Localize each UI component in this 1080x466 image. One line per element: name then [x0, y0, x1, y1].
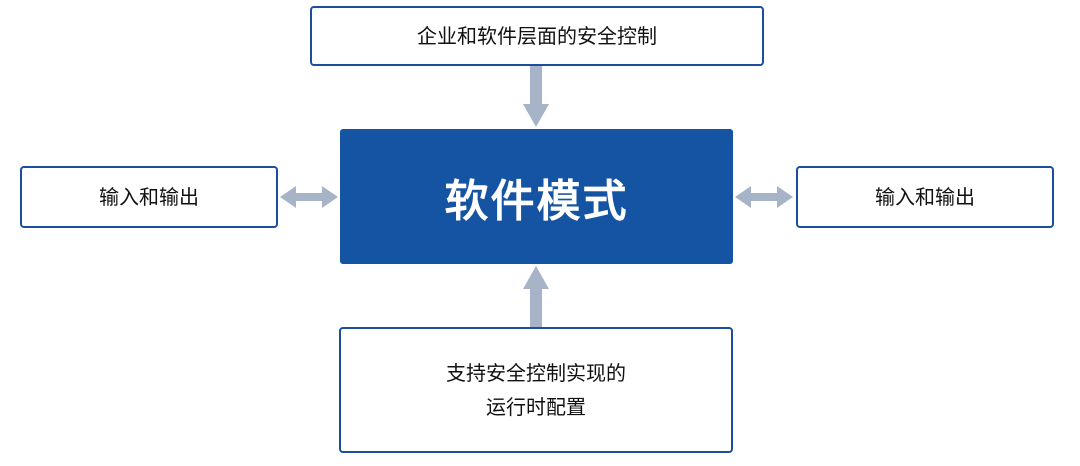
center-box-label: 软件模式 [444, 175, 629, 227]
left-box: 输入和输出 [20, 166, 278, 228]
arrow-right-bidirectional [735, 186, 793, 208]
bottom-box-line2: 运行时配置 [486, 395, 586, 419]
top-box: 企业和软件层面的安全控制 [310, 6, 764, 66]
arrow-top-to-center [523, 66, 549, 127]
left-box-label: 输入和输出 [99, 185, 199, 209]
right-box-label: 输入和输出 [875, 185, 975, 209]
arrow-bottom-to-center [523, 266, 549, 327]
right-box: 输入和输出 [796, 166, 1054, 228]
top-box-label: 企业和软件层面的安全控制 [417, 24, 657, 48]
center-box: 软件模式 [340, 129, 733, 264]
arrow-left-bidirectional [280, 186, 338, 208]
bottom-box: 支持安全控制实现的 运行时配置 [339, 327, 733, 453]
bottom-box-line1: 支持安全控制实现的 [446, 361, 626, 385]
